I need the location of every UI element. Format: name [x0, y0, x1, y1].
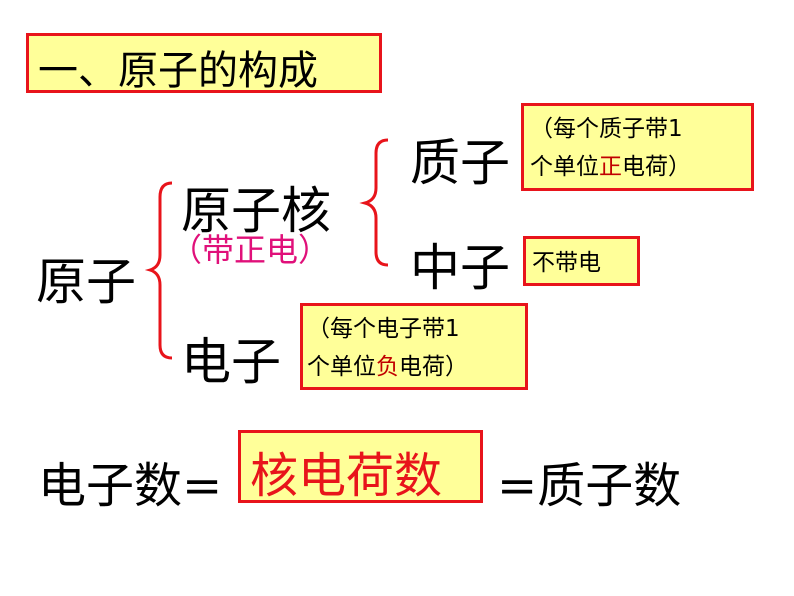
- proton-note-box: [521, 103, 754, 191]
- slide-title: 一、原子的构成: [38, 48, 318, 94]
- atom-brace: [144, 181, 173, 360]
- neutron-label: 中子: [410, 239, 510, 297]
- electron-note-line1: （每个电子带1: [307, 316, 460, 342]
- nucleus-label: 原子核: [181, 182, 331, 240]
- neutron-note: 不带电: [532, 250, 601, 276]
- neutron-note-box: [523, 236, 640, 286]
- equation-right: =质子数: [497, 458, 682, 514]
- electron-label: 电子: [181, 333, 281, 391]
- atom-label: 原子: [36, 253, 136, 311]
- proton-note-suffix: 电荷）: [622, 154, 691, 180]
- equation-left: 电子数=: [38, 458, 223, 514]
- equation-middle: 核电荷数: [250, 448, 443, 504]
- electron-note-line2: 个单位负电荷）: [307, 350, 468, 384]
- proton-label: 质子: [410, 134, 510, 192]
- proton-note-line2: 个单位正电荷）: [530, 150, 691, 184]
- title-box: [26, 33, 382, 93]
- electron-note-prefix: 个单位: [307, 354, 376, 380]
- nucleus-charge: （带正电）: [170, 231, 331, 269]
- proton-note-line1: （每个质子带1: [530, 116, 683, 142]
- nucleus-brace: [359, 138, 389, 267]
- electron-note-suffix: 电荷）: [399, 354, 468, 380]
- equation-box: [238, 430, 483, 503]
- electron-note-box: [300, 303, 528, 390]
- proton-note-prefix: 个单位: [530, 154, 599, 180]
- proton-note-highlight: 正: [599, 154, 622, 180]
- electron-note-highlight: 负: [376, 354, 399, 380]
